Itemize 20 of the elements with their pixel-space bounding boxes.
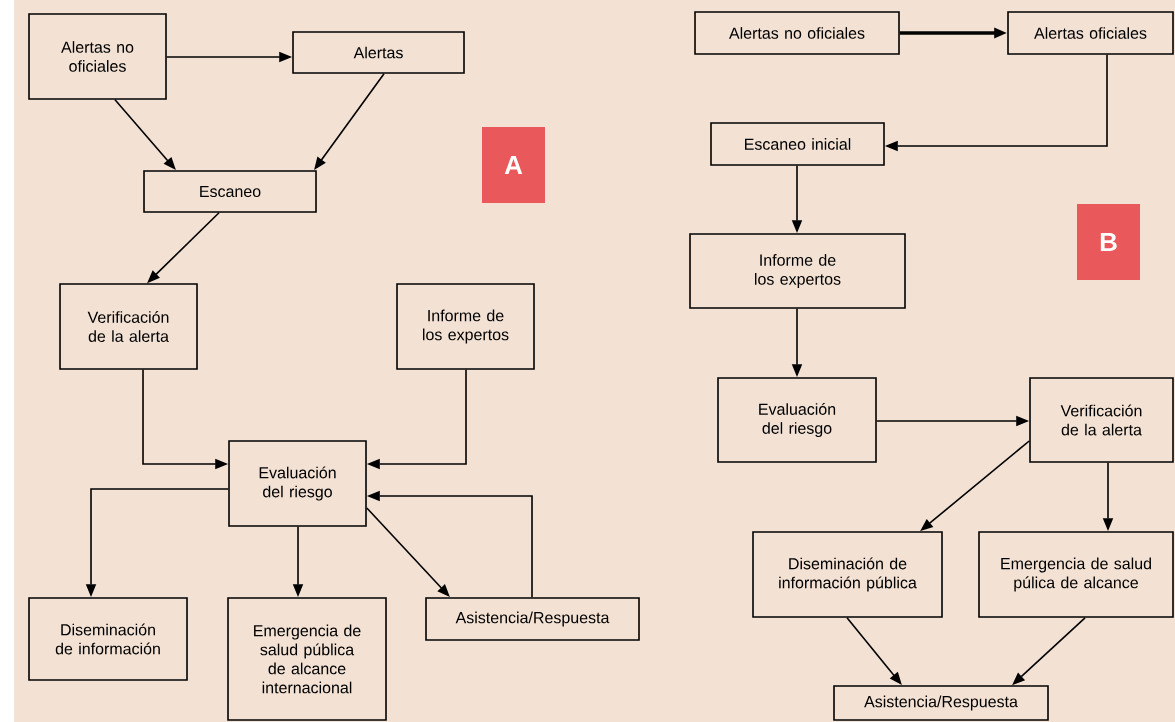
process-box: Asistencia/Respuesta <box>425 597 640 641</box>
process-box: Verificación de la alerta <box>59 283 198 370</box>
process-box: Alertas oficiales <box>1007 11 1174 55</box>
process-box: Informe de los expertos <box>689 233 906 309</box>
process-box: Escaneo <box>143 170 317 213</box>
process-box: Evaluación del riesgo <box>228 440 367 527</box>
process-box: Informe de los expertos <box>396 283 535 370</box>
process-box: Alertas <box>292 31 465 74</box>
process-box: Emergencia de salud púlica de alcance <box>978 531 1174 618</box>
process-box: Alertas no oficiales <box>694 11 900 55</box>
panel-letter: B <box>1077 204 1140 280</box>
process-box: Diseminación de información <box>28 597 188 681</box>
process-box: Alertas no oficiales <box>28 13 167 100</box>
process-box: Evaluación del riesgo <box>717 377 877 463</box>
process-box: Escaneo inicial <box>710 122 885 166</box>
process-box: Verificación de la alerta <box>1029 377 1174 463</box>
process-box: Asistencia/Respuesta <box>833 685 1049 721</box>
process-box: Diseminación de información pública <box>752 531 943 618</box>
process-box: Emergencia de salud pública de alcance internacional <box>227 597 387 721</box>
panel-letter: A <box>482 127 545 203</box>
